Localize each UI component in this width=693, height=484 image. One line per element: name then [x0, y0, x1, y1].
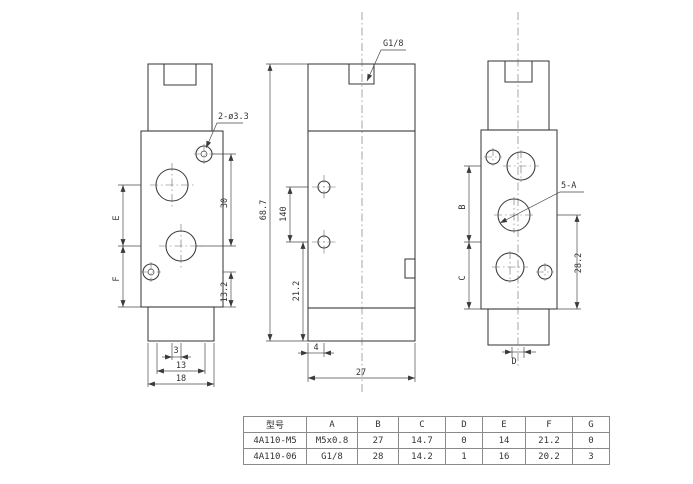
dim-label-3: 3	[173, 346, 178, 356]
spec-cell: 3	[572, 448, 610, 465]
spec-cell-model: 4A110-06	[243, 448, 307, 465]
dim-label-140: 140	[279, 206, 289, 221]
spec-col-header-e: E	[482, 416, 526, 433]
right-view-outline	[480, 60, 558, 346]
spec-cell: 21.2	[525, 432, 573, 449]
spec-col-header-b: B	[357, 416, 399, 433]
solenoid-cap	[487, 60, 550, 131]
valve-body	[480, 129, 558, 310]
spec-row: 4A110-06 G1/8 28 14.2 1 16 20.2 3	[243, 448, 610, 465]
cap-notch	[163, 64, 197, 86]
callout-label-2-d3-3: 2-ø3.3	[218, 112, 249, 122]
dim-label-18: 18	[176, 374, 186, 384]
spec-col-header-model: 型号	[243, 416, 307, 433]
spec-cell: 20.2	[525, 448, 573, 465]
cap-notch	[504, 61, 533, 83]
spec-row: 4A110-M5 M5x0.8 27 14.7 0 14 21.2 0	[243, 432, 610, 449]
dim-label-d: D	[511, 357, 516, 367]
left-view-centerlines	[141, 144, 214, 282]
dim-label-4: 4	[313, 343, 318, 353]
spec-cell: 0	[572, 432, 610, 449]
side-port-boss	[404, 258, 416, 279]
callout-mounting-holes: 2-ø3.3	[205, 112, 249, 149]
dim-label-13: 13	[176, 361, 186, 371]
spec-cell-model: 4A110-M5	[243, 432, 307, 449]
spec-cell: 27	[357, 432, 399, 449]
dim-label-f: F	[112, 276, 122, 281]
callout-top-port: G1/8	[366, 39, 406, 82]
dim-140: 140	[279, 186, 308, 243]
dim-label-30: 30	[220, 198, 230, 208]
valve-body	[307, 130, 416, 309]
solenoid-cap	[147, 63, 213, 132]
dim-b: B	[458, 165, 481, 243]
spec-table: 型号 A B C D E F G 4A110-M5 M5x0.8 27 14.7…	[243, 416, 610, 465]
dim-3: 3	[162, 343, 191, 360]
spec-col-header-a: A	[306, 416, 358, 433]
right-view-centerlines	[484, 12, 554, 368]
dim-d: D	[502, 347, 536, 367]
spec-col-header-f: F	[525, 416, 573, 433]
left-side-view: E F 30 13.2 3 13	[112, 63, 249, 387]
dim-c: C	[458, 242, 481, 310]
base-plate	[307, 307, 416, 342]
spec-col-header-c: C	[398, 416, 446, 433]
dim-30: 30	[196, 153, 236, 247]
spec-col-header-d: D	[445, 416, 483, 433]
callout-ports-5a: 5-A	[499, 181, 584, 224]
dim-label-b: B	[458, 204, 468, 209]
dim-13: 13	[156, 343, 206, 374]
dim-label-e: E	[112, 215, 122, 220]
front-view: 68.7 140 21.2 4 27 G1/8	[259, 12, 416, 392]
dim-21-2: 21.2	[292, 242, 306, 341]
callout-label-5-a: 5-A	[561, 181, 576, 191]
dim-f: F	[112, 246, 141, 308]
dim-e: E	[112, 184, 141, 247]
left-view-outline	[140, 63, 224, 342]
spec-cell: 16	[482, 448, 526, 465]
spec-cell: 1	[445, 448, 483, 465]
dim-27: 27	[308, 343, 416, 382]
base-plate	[147, 306, 215, 342]
cap-notch	[348, 64, 375, 85]
dim-label-13-2: 13.2	[220, 282, 230, 302]
dim-label-27: 27	[356, 368, 366, 378]
solenoid-cap	[307, 63, 416, 132]
spec-header-row: 型号 A B C D E F G	[243, 416, 610, 433]
spec-col-header-g: G	[572, 416, 610, 433]
spec-cell: 0	[445, 432, 483, 449]
spec-cell: G1/8	[306, 448, 358, 465]
dim-4: 4	[298, 343, 334, 382]
front-view-centerlines	[312, 12, 363, 392]
spec-cell: M5x0.8	[306, 432, 358, 449]
dim-label-c: C	[458, 275, 468, 280]
base-plate	[487, 308, 550, 346]
callout-label-g1-8: G1/8	[383, 39, 403, 49]
spec-cell: 14	[482, 432, 526, 449]
dim-label-68-7: 68.7	[259, 200, 269, 220]
dim-label-28-2: 28.2	[574, 253, 584, 273]
right-side-view: B C 28.2 D 5-A	[458, 12, 584, 368]
spec-cell: 14.2	[398, 448, 446, 465]
spec-cell: 28	[357, 448, 399, 465]
dim-13-2: 13.2	[220, 271, 236, 308]
dim-label-21-2: 21.2	[292, 281, 302, 301]
front-view-outline	[307, 63, 416, 342]
dim-18: 18	[147, 343, 215, 387]
dim-28-2: 28.2	[557, 214, 584, 310]
spec-cell: 14.7	[398, 432, 446, 449]
dim-68-7: 68.7	[259, 63, 308, 342]
